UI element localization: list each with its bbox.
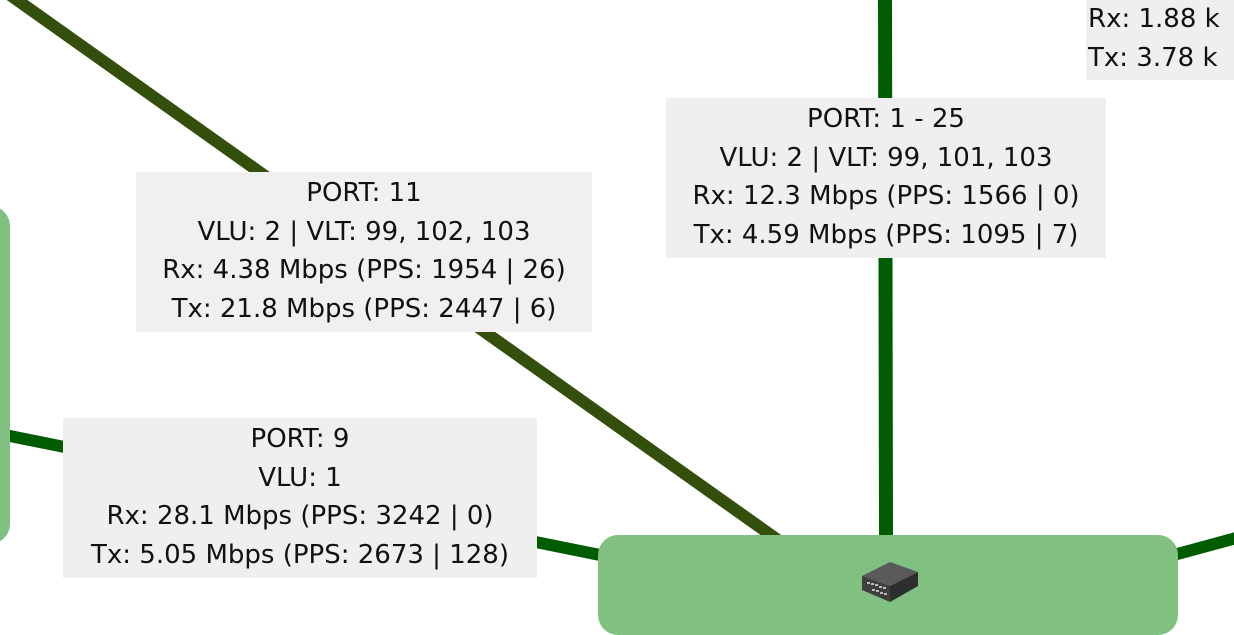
vlan-info: VLU: 1 <box>258 462 342 493</box>
tx-info: Tx: 4.59 Mbps (PPS: 1095 | 7) <box>693 219 1079 250</box>
tx-info: Tx: 21.8 Mbps (PPS: 2447 | 6) <box>171 293 557 324</box>
port-label-11: PORT: 11 VLU: 2 | VLT: 99, 102, 103 Rx: … <box>136 172 592 332</box>
port-title: PORT: 11 <box>306 178 422 208</box>
link-port-1-25[interactable] <box>878 0 893 541</box>
port-label-9: PORT: 9 VLU: 1 Rx: 28.1 Mbps (PPS: 3242 … <box>63 418 537 578</box>
vlan-info: VLU: 2 | VLT: 99, 101, 103 <box>719 142 1053 173</box>
port-title: PORT: 1 - 25 <box>807 104 965 134</box>
port-label-partial: Rx: 1.88 k Tx: 3.78 k <box>1086 0 1234 80</box>
left-node[interactable] <box>0 206 10 544</box>
rx-info: Rx: 4.38 Mbps (PPS: 1954 | 26) <box>162 255 566 285</box>
network-switch-icon <box>862 562 918 602</box>
rx-info: Rx: 12.3 Mbps (PPS: 1566 | 0) <box>692 181 1080 211</box>
port-label-1-25: PORT: 1 - 25 VLU: 2 | VLT: 99, 101, 103 … <box>666 98 1106 258</box>
tx-info: Tx: 5.05 Mbps (PPS: 2673 | 128) <box>91 539 509 570</box>
port-title: PORT: 9 <box>250 424 350 454</box>
link-partial[interactable] <box>1168 532 1234 562</box>
rx-info: Rx: 28.1 Mbps (PPS: 3242 | 0) <box>106 501 494 531</box>
rx-info: Rx: 1.88 k <box>1088 4 1220 34</box>
vlan-info: VLU: 2 | VLT: 99, 102, 103 <box>197 216 531 247</box>
tx-info: Tx: 3.78 k <box>1088 42 1218 73</box>
